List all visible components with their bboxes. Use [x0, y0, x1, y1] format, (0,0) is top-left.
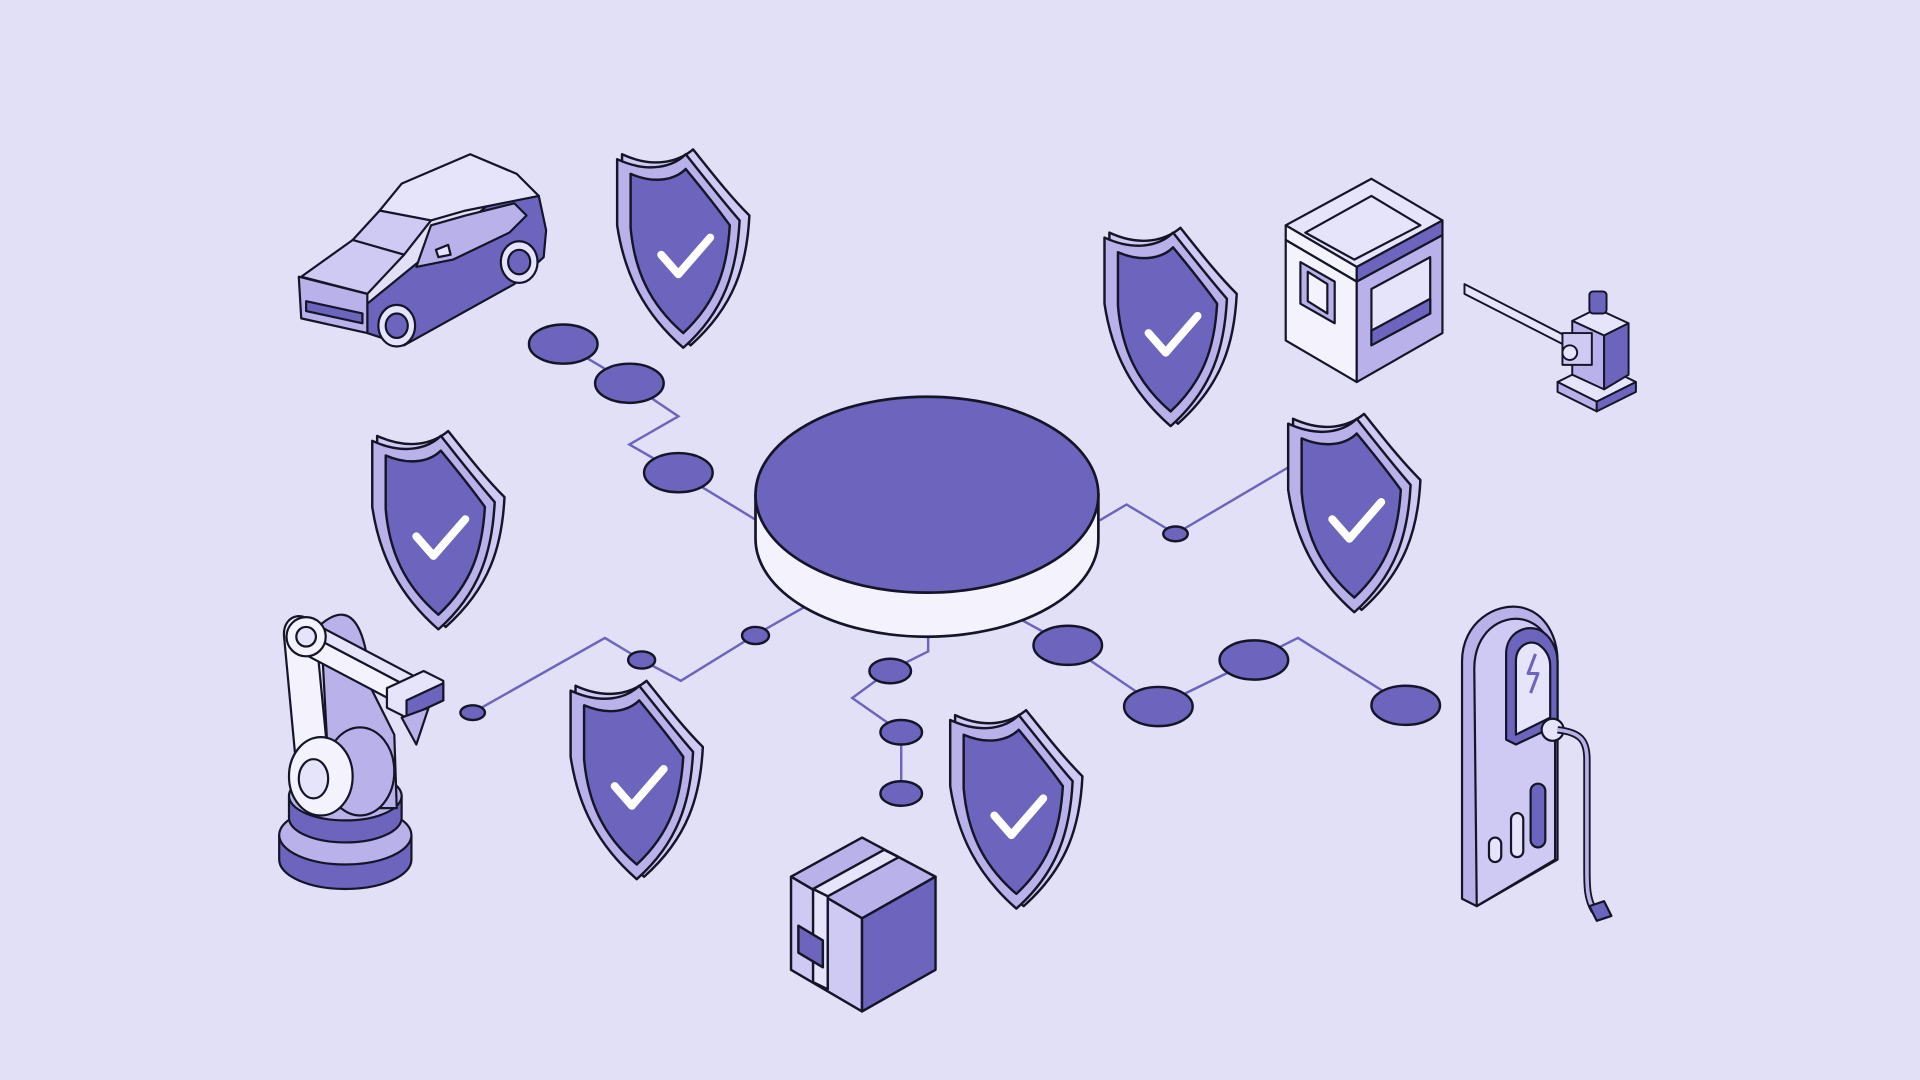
node-dot [593, 362, 665, 405]
node-dot [879, 718, 924, 746]
car-icon [297, 153, 548, 348]
node-dot [642, 451, 714, 494]
node-dot [626, 650, 657, 670]
guard-booth-icon [1284, 177, 1444, 384]
node-dot [1162, 525, 1189, 543]
ev-charger-icon [1460, 605, 1613, 922]
node-dot [527, 323, 599, 365]
robotic-arm-icon [278, 613, 445, 891]
node-dot [879, 780, 924, 807]
node-dot [1218, 639, 1290, 681]
package-box-icon [789, 836, 937, 1013]
node-dots [459, 323, 1442, 807]
node-dot [740, 625, 771, 646]
node-dot [1032, 624, 1104, 667]
shield-check-icon [950, 710, 1082, 908]
shield-check-icon [1288, 414, 1420, 612]
parking-barrier-icon [1463, 283, 1637, 413]
node-dot [1122, 685, 1194, 728]
node-dot [868, 657, 913, 685]
central-platform-icon [754, 395, 1100, 639]
shield-check-icon [372, 431, 504, 629]
shield-check-icon [571, 681, 703, 879]
shield-check-icon [617, 149, 749, 347]
node-dot [1370, 684, 1442, 727]
connector-car [562, 343, 758, 522]
node-dot [459, 704, 487, 722]
shield-check-icon [1104, 228, 1236, 426]
